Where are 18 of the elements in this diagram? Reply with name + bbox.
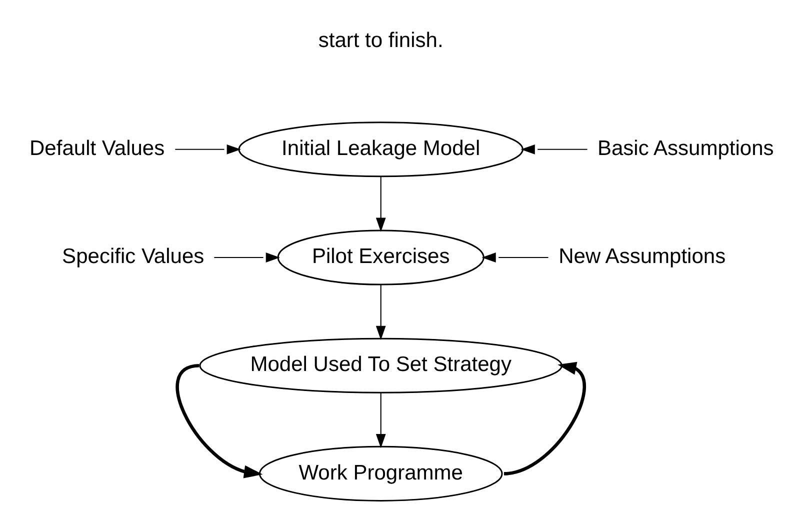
node-text: Basic Assumptions [597, 136, 774, 160]
arrow [214, 252, 280, 262]
node-ellipse: Pilot Exercises [277, 230, 484, 286]
node-text: Specific Values [62, 245, 204, 268]
node-text: Default Values [30, 136, 165, 160]
node-text: New Assumptions [558, 245, 726, 268]
arrow [176, 364, 263, 478]
arrow [482, 252, 548, 262]
node-ellipse: Model Used To Set Strategy [199, 338, 562, 394]
arrow [376, 176, 386, 232]
arrow [520, 144, 588, 154]
node-ellipse: Initial Leakage Model [238, 122, 524, 178]
arrow [376, 284, 386, 340]
node-ellipse: Work Programme [258, 446, 503, 502]
label: start to finish. [318, 28, 444, 52]
arrow [504, 362, 586, 476]
arrow [376, 393, 386, 448]
arrow [175, 144, 241, 154]
